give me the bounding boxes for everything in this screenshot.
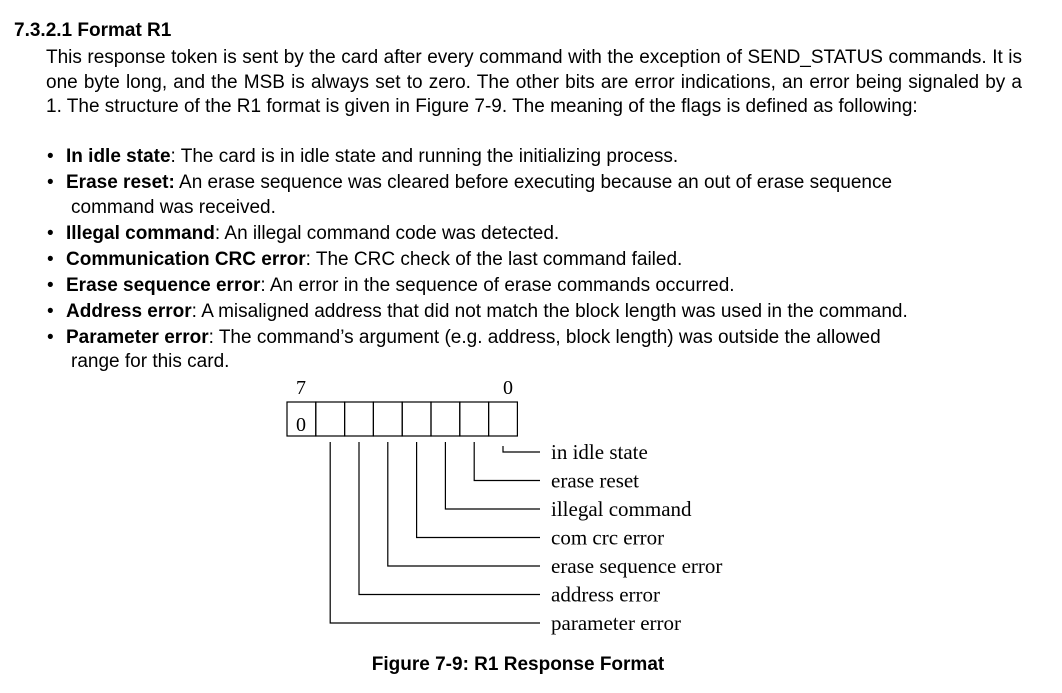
byte-cells <box>286 401 519 437</box>
paragraph-line: flags is defined as following: <box>681 96 918 117</box>
flag-definition-item: • Illegal command: An illegal command cod… <box>46 222 1036 247</box>
flag-definition-item: • Erase reset: An erase sequence was clea… <box>46 171 1036 220</box>
leader-line <box>358 442 540 596</box>
term-separator: : <box>170 146 181 167</box>
flag-description-continued: range for this card. <box>71 351 230 372</box>
bullet-dot: • <box>47 300 54 322</box>
bullet-dot: • <box>47 326 54 348</box>
bullet-dot: • <box>47 146 54 167</box>
section-heading: 7.3.2.1 Format R1 <box>14 20 172 41</box>
flag-definition-item: • Communication CRC error: The CRC check … <box>46 248 1036 273</box>
flag-term: Address error <box>66 300 192 322</box>
intro-paragraph: This response token is sent by the card … <box>46 46 1022 120</box>
bit-cell <box>372 401 403 437</box>
flag-label: erase reset <box>551 469 639 493</box>
flag-labels: in idle state erase reset illegal command c… <box>551 440 722 635</box>
lsb-bit-label: 0 <box>503 377 513 399</box>
flag-term: Erase reset: <box>66 172 175 193</box>
bit-cell <box>315 401 346 437</box>
bullet-dot: • <box>47 222 54 244</box>
flag-definition-item: • Erase sequence error: An error in the s… <box>46 274 1036 299</box>
msb-bit-label: 7 <box>296 377 306 399</box>
bit-cell <box>344 401 375 437</box>
flag-label: illegal command <box>551 497 692 521</box>
leader-line <box>502 446 540 453</box>
flag-definition-list: • In idle state: The card is in idle stat… <box>46 145 1036 376</box>
bit-cell <box>459 401 490 437</box>
flag-term: Erase sequence error <box>66 274 261 296</box>
flag-label: erase sequence error <box>551 554 722 578</box>
leader-line <box>473 442 540 482</box>
flag-description: An erase sequence was cleared before exe… <box>179 172 893 193</box>
leader-line <box>329 442 540 624</box>
term-separator: : <box>208 326 219 348</box>
bullet-dot: • <box>47 274 54 296</box>
flag-description-continued: command was received. <box>71 196 276 218</box>
flag-description: A misaligned address that did not match … <box>201 300 908 322</box>
leader-lines <box>329 442 540 624</box>
bullet-dot: • <box>47 248 54 270</box>
flag-label: address error <box>551 583 660 607</box>
figure-caption: Figure 7-9: R1 Response Format <box>371 654 665 675</box>
flag-definition-item: • Parameter error: The command’s argument… <box>46 326 1036 375</box>
flag-term: Communication CRC error <box>66 248 306 270</box>
leader-line <box>387 442 540 567</box>
paragraph-line: This response token is sent by the card … <box>46 47 883 68</box>
flag-term: Parameter error <box>66 326 209 348</box>
flag-description: The card is in idle state and running th… <box>180 146 679 167</box>
term-separator: : <box>191 300 202 322</box>
leader-line <box>416 442 540 539</box>
flag-description: An illegal command code was detected. <box>224 222 560 244</box>
flag-description: The command’s argument (e.g. address, bl… <box>218 326 881 348</box>
flag-term: In idle state <box>66 146 171 167</box>
bit-cell <box>488 401 519 437</box>
flag-term: Illegal command <box>66 222 215 244</box>
flag-label: in idle state <box>551 440 648 464</box>
term-separator: : <box>214 222 225 244</box>
flag-definition-item: • In idle state: The card is in idle stat… <box>46 145 1036 170</box>
term-separator: : <box>260 274 270 296</box>
flag-label: com crc error <box>551 526 664 550</box>
msb-value: 0 <box>296 414 306 436</box>
flag-definition-item: • Address error: A misaligned address tha… <box>46 300 1036 325</box>
paragraph-line: an error being signaled by a 1. The stru… <box>46 71 1022 118</box>
term-separator: : <box>305 248 316 270</box>
flag-description: An error in the sequence of erase comman… <box>269 274 735 296</box>
leader-line <box>444 442 540 510</box>
bit-cell <box>430 401 461 437</box>
bullet-dot: • <box>47 172 54 193</box>
flag-label: parameter error <box>551 611 681 635</box>
paragraph-line: commands. It is one byte long, and the M… <box>46 47 1022 93</box>
bit-cell <box>401 401 432 437</box>
flag-description: The CRC check of the last command failed… <box>315 248 683 270</box>
